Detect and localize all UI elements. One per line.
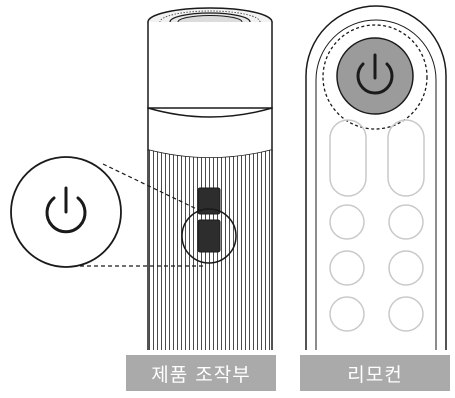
remote-pill-button-right[interactable] [387, 119, 425, 197]
remote-round-button[interactable] [329, 296, 365, 332]
tower-power-highlight [181, 208, 237, 264]
remote-round-button[interactable] [329, 250, 365, 286]
remote-round-button[interactable] [388, 296, 424, 332]
remote-power-highlight [322, 24, 428, 130]
power-zoom-callout [10, 156, 122, 268]
remote-control [305, 5, 447, 350]
product-illustration [10, 5, 447, 350]
remote-pill-button-left[interactable] [329, 119, 367, 197]
remote-round-button[interactable] [388, 250, 424, 286]
power-icon [356, 53, 394, 95]
power-icon [45, 186, 87, 234]
tower-power-button[interactable] [197, 219, 221, 253]
remote-round-button[interactable] [329, 204, 365, 240]
product-controls-caption: 제품 조작부 [126, 355, 276, 391]
callout-lines [80, 163, 204, 267]
product-tower [147, 7, 273, 350]
tower-button-top[interactable] [197, 187, 221, 215]
remote-power-button[interactable] [336, 37, 414, 115]
remote-round-button[interactable] [388, 204, 424, 240]
remote-caption: 리모컨 [300, 355, 450, 391]
